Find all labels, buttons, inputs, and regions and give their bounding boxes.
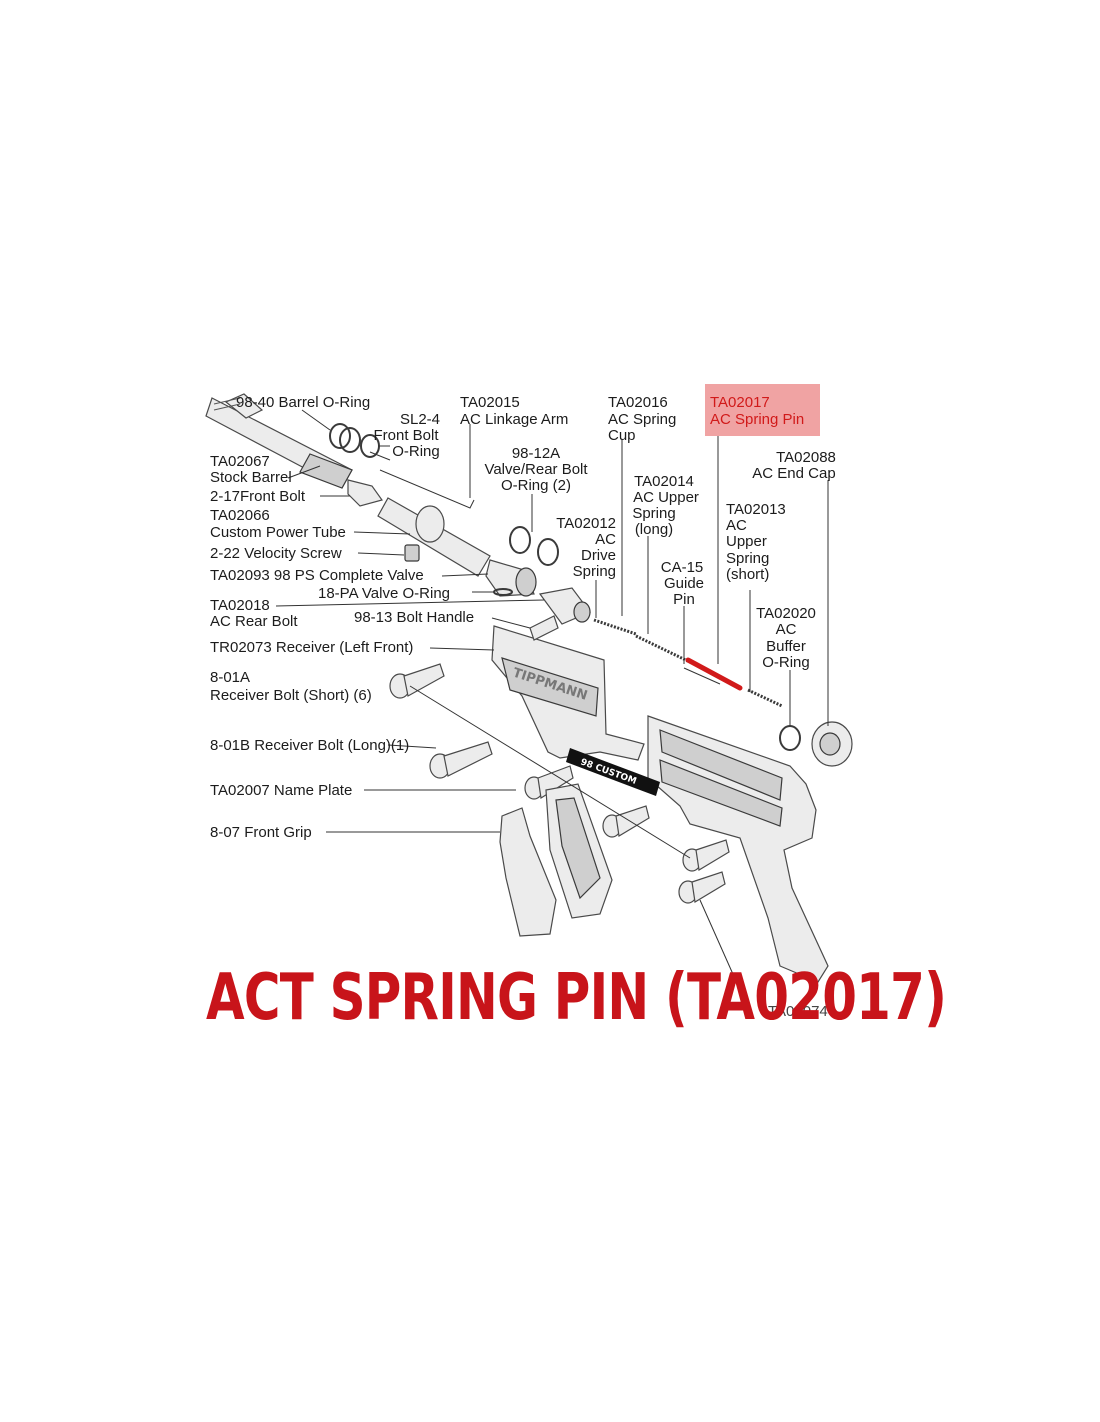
label-recv-bolt-short-num: 8-01A [210,669,250,686]
valve-oring-part-2 [537,538,559,566]
label-drive-spring-3: Drive [581,547,616,564]
label-front-bolt-oring-1: SL2-4 [400,411,440,428]
label-bolt-handle: 98-13 Bolt Handle [354,609,474,626]
label-drive-spring-1: TA02012 [556,515,616,532]
stock-barrel-part [205,393,353,489]
label-receiver-lf: TR02073 Receiver (Left Front) [210,639,413,656]
receiver-bolt-short-part [389,663,445,699]
label-front-bolt-oring-3: O-Ring [392,443,440,460]
drive-spring-part [593,618,637,636]
label-recv-bolt-long: 8-01B Receiver Bolt (Long)(1) [210,737,409,754]
bolt-handle-part [529,615,559,641]
receiver-bolt-short-part-4 [682,839,730,872]
label-valve-oring-3: O-Ring (2) [501,477,571,494]
label-upper-long-4: (long) [635,521,673,538]
label-front-grip: 8-07 Front Grip [210,824,312,841]
label-upper-short-3: Upper [726,533,767,550]
label-drive-spring-4: Spring [573,563,616,580]
valve-oring-part-1 [509,526,531,554]
label-valve-oring-2: Valve/Rear Bolt [484,461,588,478]
receiver-left-front-part: TIPPMANN [491,625,645,761]
buffer-oring-part [779,725,801,751]
receiver-bolt-short-part-5 [678,871,726,904]
label-rear-bolt-name: AC Rear Bolt [210,613,298,630]
caption-title: ACT SPRING PIN (TA02017) [206,961,947,1035]
label-upper-short-5: (short) [726,566,769,583]
label-buffer-3: Buffer [766,638,806,655]
label-buffer-2: AC [776,621,797,638]
label-spring-pin-num: TA02017 [710,394,770,411]
label-upper-long-1: TA02014 [634,473,694,490]
label-velocity-screw: 2-22 Velocity Screw [210,545,342,562]
label-guide-pin-1: CA-15 [661,559,704,576]
label-upper-long-2: AC Upper [633,489,699,506]
label-upper-short-4: Spring [726,550,769,567]
label-stock-barrel-name: Stock Barrel [210,469,292,486]
front-bolt-oring-part-2 [339,427,361,453]
label-name-plate: TA02007 Name Plate [210,782,352,799]
label-power-tube-num: TA02066 [210,507,270,524]
linkage-arm-part [379,469,475,509]
labels: 98-40 Barrel O-Ring TA02015 AC Linkage A… [210,394,836,1020]
label-drive-spring-2: AC [595,531,616,548]
label-upper-short-1: TA02013 [726,501,786,518]
label-end-cap-num: TA02088 [776,449,836,466]
receiver-right-part [647,715,829,983]
label-upper-short-2: AC [726,517,747,534]
power-tube-part [377,497,491,577]
label-linkage-name: AC Linkage Arm [460,411,568,428]
label-buffer-4: O-Ring [762,654,810,671]
label-bottom-partial: TA02074 [768,1003,828,1020]
label-power-tube-name: Custom Power Tube [210,524,346,541]
label-barrel-oring: 98-40 Barrel O-Ring [236,394,370,411]
guide-pin-part [683,667,721,685]
label-guide-pin-3: Pin [673,591,695,608]
label-stock-barrel-num: TA02067 [210,453,270,470]
label-front-bolt-oring-2: Front Bolt [373,427,439,444]
rear-bolt-part [538,587,591,625]
label-guide-pin-2: Guide [664,575,704,592]
upper-spring-long-part [635,634,695,666]
barrel-oring-part [329,423,351,449]
complete-valve-part [485,559,537,597]
receiver-bolt-long-part [429,741,493,779]
label-rear-bolt-num: TA02018 [210,597,270,614]
label-valve-oring-1: 98-12A [512,445,560,462]
label-spring-cup-name2: Cup [608,427,636,444]
spring-pin-part [685,657,743,691]
spring-pin-highlight-box [705,384,820,436]
leader-lines [275,409,829,991]
label-complete-valve: TA02093 98 PS Complete Valve [210,567,424,584]
label-linkage-num: TA02015 [460,394,520,411]
receiver-bolt-short-part-3 [602,805,650,838]
label-valve-oring-pa: 18-PA Valve O-Ring [318,585,450,602]
end-cap-part [811,721,853,767]
upper-spring-short-part [747,688,783,708]
front-bolt-part [347,479,383,507]
label-spring-pin-name: AC Spring Pin [710,411,804,428]
label-buffer-1: TA02020 [756,605,816,622]
label-spring-cup-num: TA02016 [608,394,668,411]
velocity-screw-part [404,544,420,562]
label-end-cap-name: AC End Cap [752,465,835,482]
label-front-bolt: 2-17Front Bolt [210,488,306,505]
label-upper-long-3: Spring [632,505,675,522]
front-grip-part [499,783,613,937]
label-spring-cup-name1: AC Spring [608,411,676,428]
label-recv-bolt-short-name: Receiver Bolt (Short) (6) [210,687,372,704]
